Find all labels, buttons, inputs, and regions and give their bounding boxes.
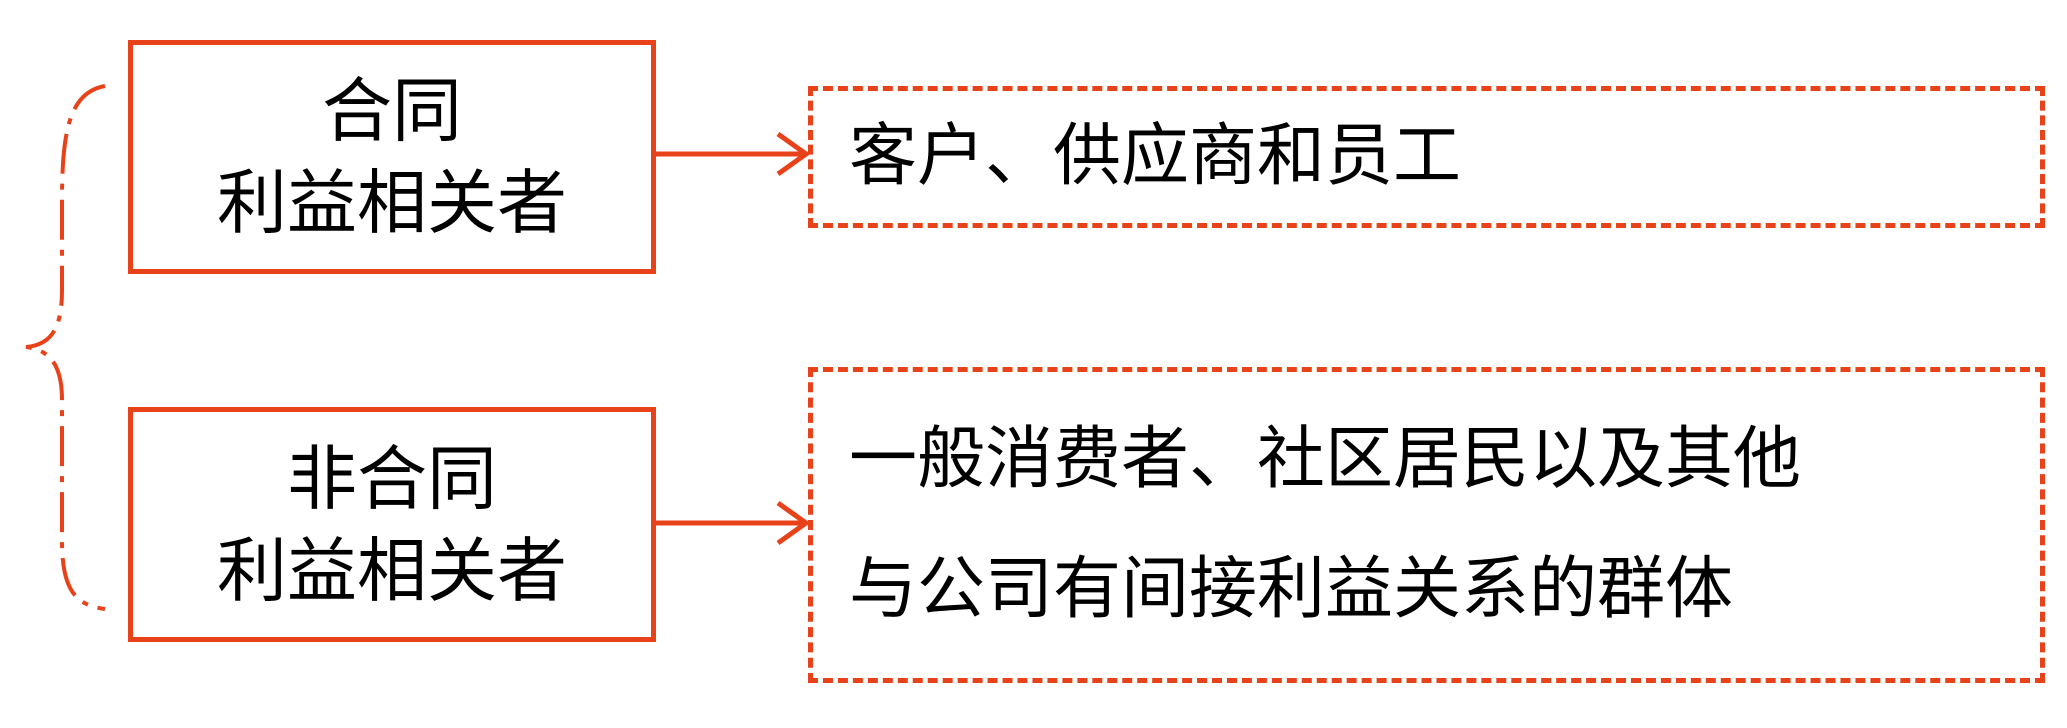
description-line: 一般消费者、社区居民以及其他	[849, 420, 1802, 499]
non-contract-description-box: 一般消费者、社区居民以及其他 与公司有间接利益关系的群体	[808, 367, 2045, 683]
contract-stakeholders-box: 合同 利益相关者	[128, 40, 656, 274]
category-line: 利益相关者	[217, 529, 567, 612]
arrow-icon-1	[655, 131, 811, 177]
category-line: 合同	[322, 70, 462, 152]
non-contract-stakeholders-box: 非合同 利益相关者	[128, 407, 656, 642]
description-line: 客户、供应商和员工	[849, 117, 1462, 196]
brace-icon	[25, 84, 106, 611]
arrow-icon-2	[655, 500, 811, 546]
category-line: 利益相关者	[217, 162, 567, 244]
category-line: 非合同	[287, 437, 497, 520]
description-line: 与公司有间接利益关系的群体	[849, 550, 1734, 629]
contract-description-box: 客户、供应商和员工	[808, 86, 2045, 228]
